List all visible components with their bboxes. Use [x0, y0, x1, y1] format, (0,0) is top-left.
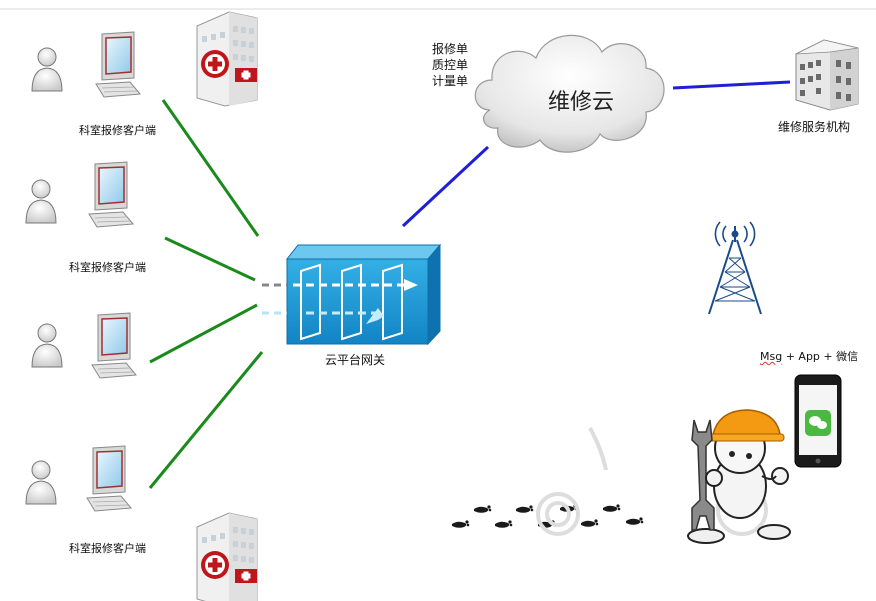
hospital-icon [196, 512, 258, 601]
msg-text: Msg [760, 350, 783, 363]
footprint-icon [474, 505, 492, 513]
footprint-icon [626, 517, 644, 525]
client-links [148, 99, 264, 489]
user-icon [31, 47, 63, 92]
cloud-item: 报修单 [432, 42, 469, 56]
client-1 [31, 31, 141, 98]
client-label: 科室报修客户端 [69, 261, 146, 274]
user-icon [31, 323, 63, 368]
client-3 [31, 312, 137, 379]
watermark-arc [536, 427, 608, 536]
cloud-label: 维修云 [548, 90, 615, 115]
link-client-4 [148, 351, 264, 489]
computer-icon [91, 312, 137, 379]
repairman-icon [687, 409, 791, 544]
gateway-icon [262, 243, 442, 346]
link-client-1 [161, 99, 260, 237]
phone-icon [794, 374, 842, 468]
client-label: 科室报修客户端 [79, 124, 156, 137]
user-icon [25, 179, 57, 224]
building-icon [795, 39, 859, 111]
mobile-channels-label: Msg + App + 微信 [760, 348, 858, 364]
cloud-item: 质控单 [432, 58, 469, 72]
footprint-icon [603, 504, 621, 512]
cloud-item: 计量单 [432, 74, 469, 88]
user-icon [25, 460, 57, 505]
computer-icon [88, 161, 134, 228]
footprint-icon [495, 520, 513, 528]
antenna-tower-icon [708, 221, 762, 315]
app-wechat-text: + App + 微信 [782, 350, 859, 363]
cloud-icon [474, 34, 665, 153]
link-cloud-service [672, 80, 791, 90]
link-client-3 [149, 303, 258, 364]
hospital-icon [196, 11, 258, 107]
footprint-icon [452, 520, 470, 528]
client-label: 科室报修客户端 [69, 542, 146, 555]
gateway-label: 云平台网关 [325, 353, 386, 367]
footprint-icon [581, 519, 599, 527]
client-4 [25, 445, 132, 512]
client-2 [25, 161, 134, 228]
link-gateway-cloud [401, 145, 490, 228]
computer-icon [86, 445, 132, 512]
service-label: 维修服务机构 [778, 120, 851, 134]
computer-icon [95, 31, 141, 98]
footprint-icon [516, 505, 534, 513]
link-client-2 [164, 236, 256, 282]
